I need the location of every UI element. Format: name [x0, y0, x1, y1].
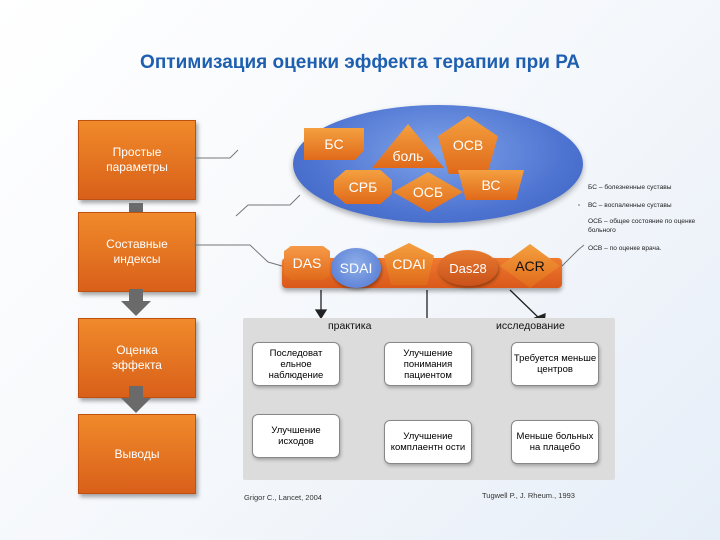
practice-cell-sequential: Последоват ельное наблюдение	[252, 342, 340, 386]
param-label: ВС	[481, 177, 501, 193]
research-cell-understanding: Улучшение понимания пациентом	[384, 342, 472, 386]
legend-vs: ВС – воспаленные суставы	[588, 202, 672, 209]
cell-text: Улучшение исходов	[271, 425, 321, 447]
research-cell-compliance: Улучшение комплаентн ости	[384, 420, 472, 464]
research-cell-fewer-centers: Требуется меньше центров	[511, 342, 599, 386]
citation-left: Grigor C., Lancet, 2004	[244, 493, 322, 502]
cell-text: Улучшение понимания пациентом	[403, 347, 453, 381]
legend-osv: ОСВ – по оценке врача.	[588, 245, 662, 252]
step-label-line2: эффекта	[112, 358, 162, 372]
step-label-line2: параметры	[106, 160, 168, 174]
cell-text: Улучшение комплаентн ости	[390, 431, 466, 453]
cell-text: Требуется меньше центров	[513, 353, 597, 375]
step-conclusions: Выводы	[78, 414, 196, 494]
index-das28: Das28	[438, 250, 498, 286]
legend-osb: ОСБ – общее состояние по оценке больного	[588, 218, 696, 234]
research-header: исследование	[496, 320, 565, 332]
step-label-line1: Простые	[112, 145, 162, 159]
param-label: СРБ	[348, 179, 378, 195]
param-label: БС	[324, 136, 344, 152]
param-bs: БС	[304, 128, 364, 160]
index-label: Das28	[449, 260, 487, 276]
index-label: SDAI	[339, 260, 373, 276]
practice-cell-outcomes: Улучшение исходов	[252, 414, 340, 458]
step-label-line1: Выводы	[114, 446, 160, 461]
step-label-line1: Оценка	[116, 343, 158, 357]
practice-header: практика	[328, 320, 372, 332]
param-label: боль	[392, 148, 424, 164]
param-vs: ВС	[458, 170, 524, 200]
page-title: Оптимизация оценки эффекта терапии при Р…	[140, 52, 580, 73]
down-arrow-icon	[121, 386, 151, 413]
step-label-line1: Составные	[106, 237, 168, 251]
index-label: CDAI	[392, 256, 426, 272]
step-label-line2: индексы	[113, 252, 161, 266]
citation-right: Tugwell P., J. Rheum., 1993	[482, 491, 575, 500]
research-cell-fewer-placebo: Меньше больных на плацебо	[511, 420, 599, 464]
down-arrow-icon	[121, 289, 151, 316]
cell-text: Последоват ельное наблюдение	[268, 347, 324, 381]
param-srb: СРБ	[334, 170, 392, 204]
index-sdai: SDAI	[331, 248, 381, 288]
param-label: ОСБ	[412, 184, 444, 200]
legend-bs: БС – болезненные суставы	[588, 184, 672, 191]
index-label: DAS	[292, 255, 322, 271]
index-das: DAS	[284, 246, 330, 280]
param-label: ОСВ	[452, 137, 484, 153]
cell-text: Меньше больных на плацебо	[516, 431, 594, 453]
index-label: ACR	[515, 258, 545, 274]
